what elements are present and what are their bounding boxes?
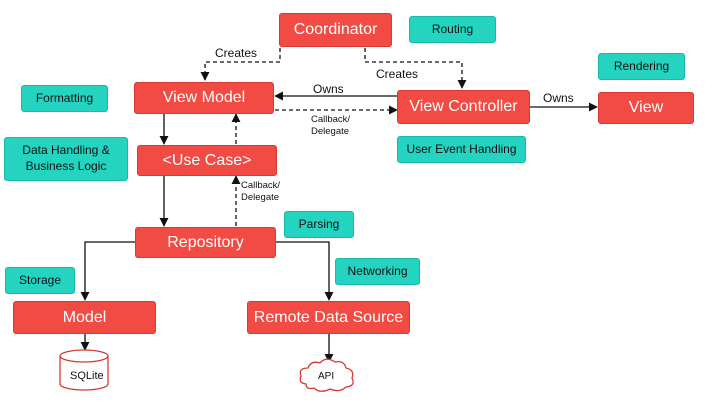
networking-label: Networking [347, 263, 408, 278]
repository-label: Repository [167, 233, 244, 251]
networking-box: Networking [335, 258, 420, 285]
view-model-box: View Model [134, 82, 274, 114]
storage-box: Storage [5, 267, 75, 294]
remote-data-source-label: Remote Data Source [253, 308, 404, 326]
view-model-label: View Model [162, 89, 246, 106]
repository-box: Repository [135, 227, 276, 258]
model-box: Model [13, 301, 156, 334]
callback-usecase-label: Callback/ Delegate [241, 180, 281, 203]
owns-view-label: Owns [543, 91, 574, 105]
repository-to-remote-edge [275, 241, 334, 301]
view-label: View [628, 99, 664, 116]
callback-vc-label: Callback/ Delegate [311, 114, 351, 137]
owns-view-model-label: Owns [313, 82, 344, 96]
data-handling-box: Data Handling & Business Logic [4, 137, 128, 181]
data-handling-label: Data Handling & Business Logic [22, 143, 110, 173]
sqlite-label: SQLite [70, 370, 104, 382]
creates-view-controller-label: Creates [376, 67, 419, 81]
formatting-box: Formatting [21, 85, 108, 112]
creates-view-model-label: Creates [215, 46, 258, 60]
user-event-handling-label: User Event Handling [406, 141, 517, 156]
repository-to-model-edge [80, 241, 135, 301]
formatting-label: Formatting [35, 90, 94, 105]
rendering-label: Rendering [613, 58, 670, 73]
parsing-box: Parsing [284, 211, 354, 238]
rendering-box: Rendering [598, 53, 685, 80]
creates-view-controller-edge [364, 48, 467, 89]
creates-view-model-edge [200, 48, 281, 81]
parsing-label: Parsing [298, 216, 340, 231]
api-cloud-icon [299, 358, 354, 392]
sqlite-cylinder-icon [59, 349, 109, 391]
routing-box: Routing [409, 16, 496, 43]
api-label: API [318, 371, 335, 382]
coordinator-label: Coordinator [293, 21, 378, 38]
view-controller-label: View Controller [409, 98, 518, 115]
storage-label: Storage [18, 272, 62, 287]
view-box: View [598, 92, 694, 124]
model-label: Model [62, 308, 107, 326]
user-event-handling-box: User Event Handling [397, 136, 526, 163]
routing-label: Routing [431, 21, 474, 36]
remote-data-source-box: Remote Data Source [247, 301, 410, 334]
view-controller-box: View Controller [397, 90, 530, 124]
use-case-label: <Use Case> [162, 151, 252, 169]
coordinator-box: Coordinator [279, 13, 392, 47]
use-case-box: <Use Case> [137, 145, 277, 176]
